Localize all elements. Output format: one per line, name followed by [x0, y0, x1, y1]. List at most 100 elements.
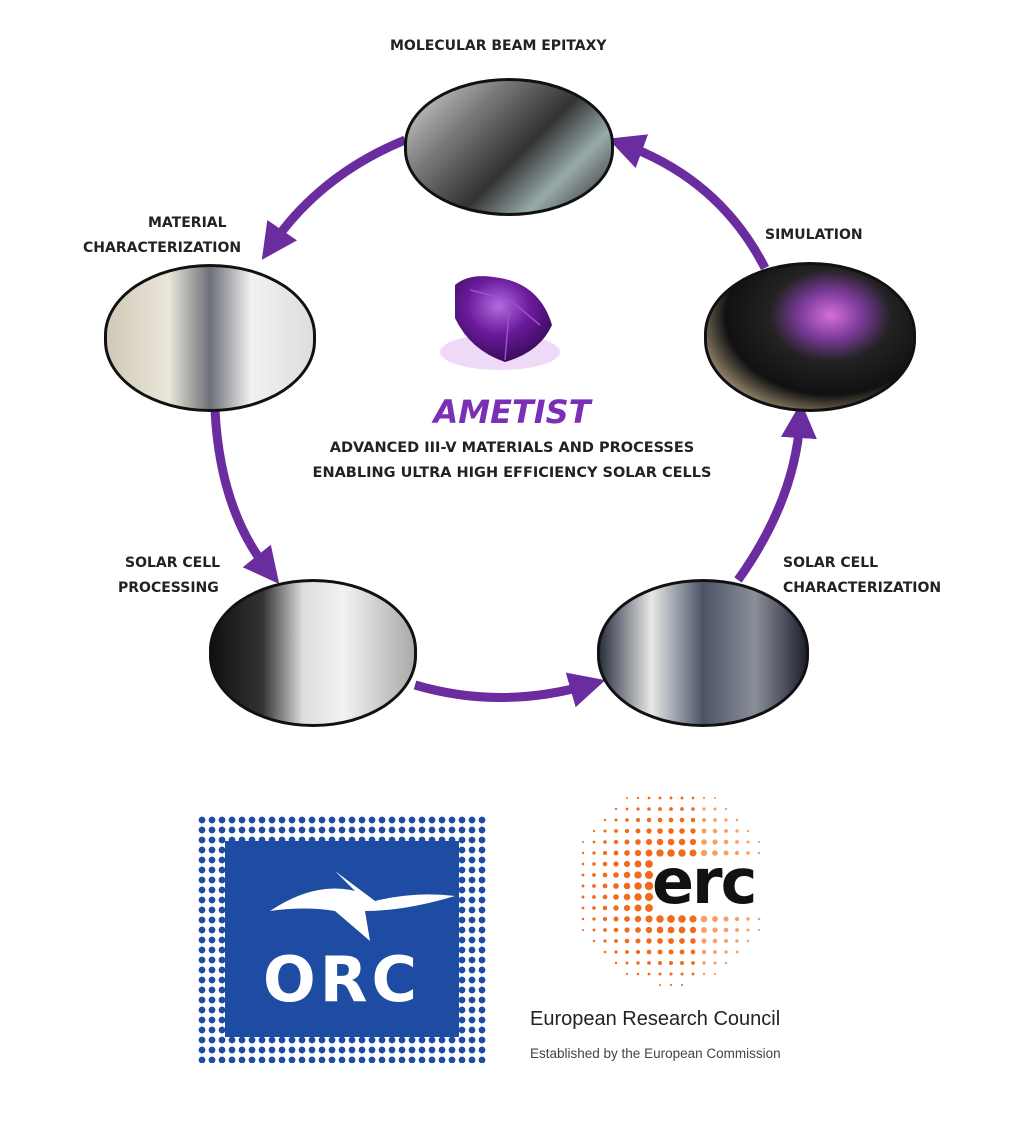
erc-dot — [713, 961, 717, 965]
erc-dot — [613, 861, 619, 867]
erc-dot-sunburst — [581, 796, 761, 987]
erc-dot — [712, 916, 718, 922]
erc-dot — [625, 950, 629, 954]
erc-dot — [656, 926, 664, 934]
erc-dot — [624, 839, 630, 845]
erc-dot — [679, 938, 685, 944]
erc-dot — [613, 872, 619, 878]
erc-dot — [636, 961, 640, 965]
erc-dot — [625, 818, 629, 822]
erc-dot — [645, 904, 653, 912]
erc-dot — [668, 960, 674, 966]
erc-dot — [603, 818, 607, 822]
erc-dot — [635, 817, 641, 823]
erc-dot — [713, 972, 717, 976]
erc-dot — [679, 817, 685, 823]
erc-dot — [690, 949, 696, 955]
erc-dot — [623, 893, 631, 901]
erc-dot — [658, 983, 662, 987]
erc-dot — [724, 807, 728, 811]
erc-dot — [746, 917, 750, 921]
erc-dot — [735, 818, 739, 822]
erc-dot — [691, 961, 695, 965]
erc-dot — [602, 861, 608, 867]
erc-dot — [635, 949, 641, 955]
erc-dot — [713, 807, 717, 811]
erc-dot — [700, 849, 708, 857]
erc-dot — [623, 882, 631, 890]
erc-dot — [724, 829, 728, 833]
erc-dot — [614, 829, 618, 833]
erc-dot — [635, 927, 641, 933]
erc-dot — [657, 949, 663, 955]
erc-dot — [734, 850, 740, 856]
erc-dot — [646, 817, 652, 823]
project-subtitle-1: ADVANCED III-V MATERIALS AND PROCESSES — [329, 440, 695, 456]
arrow-material-to-processing — [210, 409, 280, 585]
erc-dot — [581, 928, 585, 932]
erc-dot — [669, 983, 673, 987]
erc-dot — [644, 892, 654, 902]
erc-dot — [624, 850, 630, 856]
erc-name: European Research Council — [530, 1008, 781, 1030]
erc-dot — [656, 915, 664, 923]
erc-dot — [634, 871, 642, 879]
erc-dot — [712, 850, 718, 856]
erc-dot — [635, 938, 641, 944]
erc-dot — [646, 949, 652, 955]
erc-dot — [669, 796, 673, 800]
erc-dot — [702, 807, 706, 811]
erc-dot — [646, 938, 652, 944]
erc-dot — [702, 972, 706, 976]
arrow-mbe-to-material — [261, 135, 407, 260]
label-cellchar-2: CHARACTERIZATION — [783, 580, 942, 596]
erc-wordmark: erc — [652, 845, 757, 918]
erc-dot — [679, 828, 685, 834]
erc-dot — [678, 915, 686, 923]
erc-dot — [658, 961, 662, 965]
erc-dot — [624, 938, 630, 944]
erc-dot — [581, 862, 585, 866]
erc-dot — [592, 917, 596, 921]
erc-dot — [735, 939, 739, 943]
erc-dot — [581, 906, 585, 910]
erc-dot — [678, 838, 686, 846]
erc-dot — [614, 939, 618, 943]
erc-dot — [657, 938, 663, 944]
erc-dot — [613, 905, 619, 911]
erc-dot — [723, 850, 729, 856]
erc-dot — [701, 817, 707, 823]
erc-dot — [690, 828, 696, 834]
erc-dot — [668, 828, 674, 834]
erc-dot — [701, 927, 707, 933]
erc-dot — [712, 828, 718, 834]
erc-dot — [689, 838, 697, 846]
erc-dot — [624, 828, 630, 834]
erc-dot — [603, 928, 607, 932]
label-simulation: SIMULATION — [765, 227, 863, 243]
erc-dot — [680, 983, 684, 987]
erc-dot — [680, 807, 684, 811]
erc-dot — [689, 849, 697, 857]
erc-dot — [678, 926, 686, 934]
arrow-processing-to-cellchar — [413, 672, 606, 708]
erc-dot — [634, 882, 642, 890]
erc-dot — [680, 796, 684, 800]
erc-dot — [613, 883, 619, 889]
erc-dot — [614, 961, 618, 965]
arrow-simulation-to-mbe — [608, 134, 770, 271]
erc-dot — [592, 840, 596, 844]
erc-dot — [690, 938, 696, 944]
erc-dot — [613, 916, 619, 922]
erc-dot — [680, 961, 684, 965]
photo-solar-cell-processing — [209, 579, 417, 727]
erc-dot — [667, 915, 675, 923]
erc-dot — [757, 840, 761, 844]
erc-dot — [625, 796, 629, 800]
erc-dot — [700, 915, 708, 923]
erc-dot — [668, 938, 674, 944]
erc-dot — [634, 904, 642, 912]
erc-dot — [701, 949, 707, 955]
erc-dot — [702, 961, 706, 965]
